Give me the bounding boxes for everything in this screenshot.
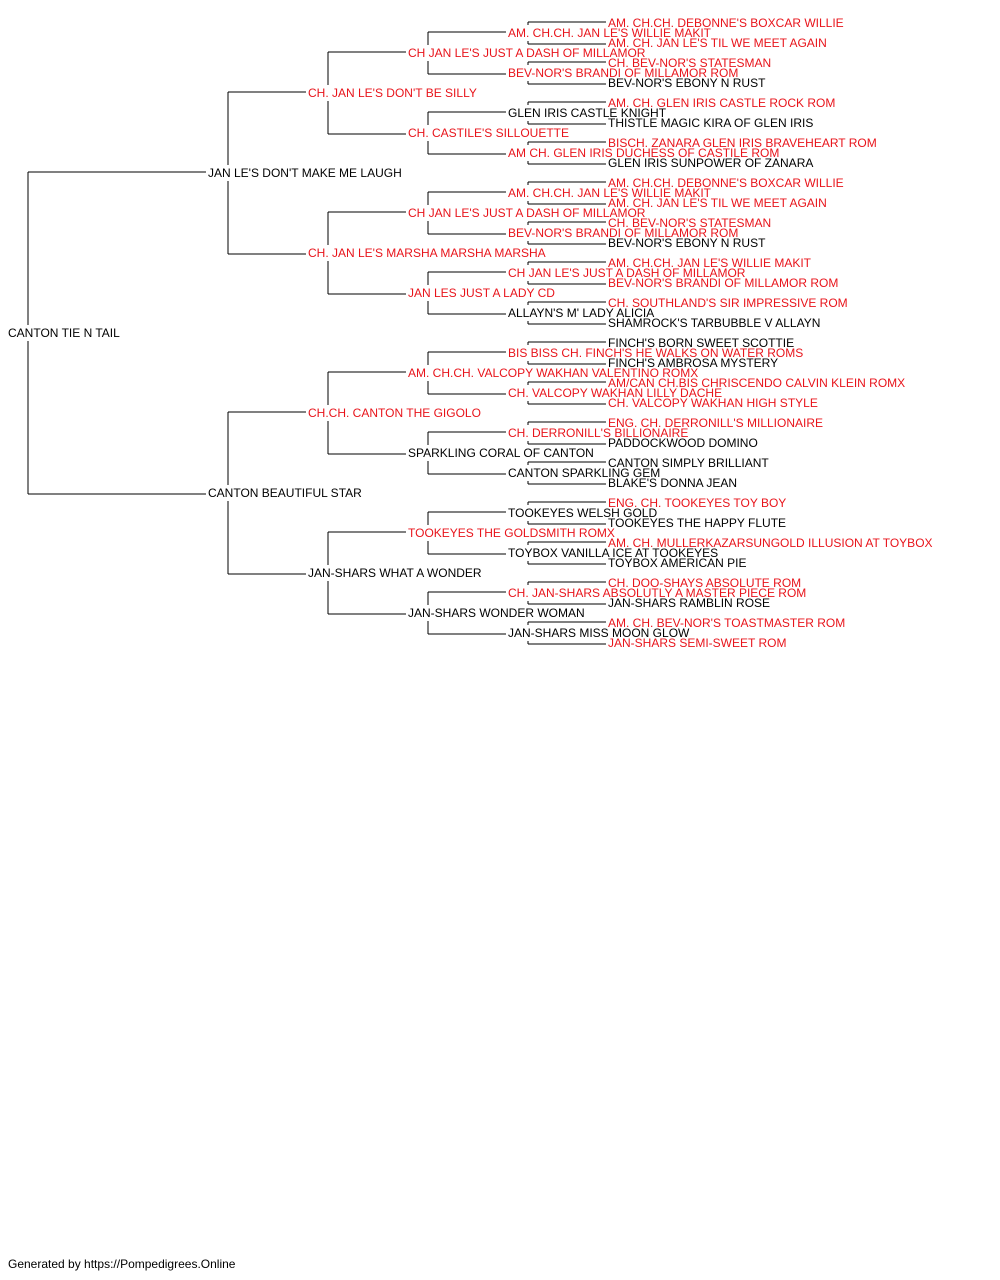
ancestor-name: JAN LES JUST A LADY CD xyxy=(408,286,555,300)
ancestor-name: CH. CASTILE'S SILLOUETTE xyxy=(408,126,569,140)
ancestor-name: JAN-SHARS WONDER WOMAN xyxy=(408,606,585,620)
subject-dog-name: CANTON TIE N TAIL xyxy=(8,326,120,340)
ancestor-name: AM. CH.CH. JAN LE'S WILLIE MAKIT xyxy=(508,26,711,40)
ancestor-name: THISTLE MAGIC KIRA OF GLEN IRIS xyxy=(608,116,814,130)
generated-by-footer: Generated by https://Pompedigrees.Online xyxy=(8,1257,236,1271)
ancestor-name: CH JAN LE'S JUST A DASH OF MILLAMOR xyxy=(408,206,646,220)
ancestor-name: BEV-NOR'S BRANDI OF MILLAMOR ROM xyxy=(508,66,739,80)
ancestor-name: CANTON BEAUTIFUL STAR xyxy=(208,486,362,500)
ancestor-name: AM. CH.CH. JAN LE'S WILLIE MAKIT xyxy=(608,256,811,270)
ancestor-name: SPARKLING CORAL OF CANTON xyxy=(408,446,594,460)
ancestor-name: CH. JAN LE'S DON'T BE SILLY xyxy=(308,86,477,100)
ancestor-name: FINCH'S AMBROSA MYSTERY xyxy=(608,356,779,370)
ancestor-name: AM. CH. GLEN IRIS CASTLE ROCK ROM xyxy=(608,96,836,110)
ancestor-name: AM. CH. JAN LE'S TIL WE MEET AGAIN xyxy=(608,36,827,50)
ancestor-name: BEV-NOR'S BRANDI OF MILLAMOR ROM xyxy=(508,226,739,240)
ancestor-name: CANTON SPARKLING GEM xyxy=(508,466,661,480)
ancestor-name: JAN-SHARS SEMI-SWEET ROM xyxy=(608,636,787,650)
ancestor-name: TOYBOX VANILLA ICE AT TOOKEYES xyxy=(508,546,719,560)
ancestor-name: ENG. CH. TOOKEYES TOY BOY xyxy=(608,496,787,510)
ancestor-name: AM. CH.CH. JAN LE'S WILLIE MAKIT xyxy=(508,186,711,200)
ancestor-name: AM. CH. JAN LE'S TIL WE MEET AGAIN xyxy=(608,196,827,210)
ancestor-name: AM. CH.CH. DEBONNE'S BOXCAR WILLIE xyxy=(608,176,844,190)
ancestor-name: BISCH. ZANARA GLEN IRIS BRAVEHEART ROM xyxy=(608,136,877,150)
ancestor-name: CH. BEV-NOR'S STATESMAN xyxy=(608,216,772,230)
ancestor-name: ALLAYN'S M' LADY ALICIA xyxy=(508,306,655,320)
ancestor-name: CH. VALCOPY WAKHAN LILLY DACHE xyxy=(508,386,723,400)
ancestor-name: CH.CH. CANTON THE GIGOLO xyxy=(308,406,481,420)
ancestor-name: JAN-SHARS WHAT A WONDER xyxy=(308,566,482,580)
ancestor-name: CANTON SIMPLY BRILLIANT xyxy=(608,456,769,470)
ancestor-name: CH. VALCOPY WAKHAN HIGH STYLE xyxy=(608,396,818,410)
ancestor-name: TOOKEYES WELSH GOLD xyxy=(508,506,658,520)
ancestor-name: AM/CAN CH.BIS CHRISCENDO CALVIN KLEIN RO… xyxy=(608,376,906,390)
ancestor-name: BLAKE'S DONNA JEAN xyxy=(608,476,737,490)
ancestor-name: TOOKEYES THE GOLDSMITH ROMX xyxy=(408,526,615,540)
ancestor-name: TOOKEYES THE HAPPY FLUTE xyxy=(608,516,787,530)
ancestor-name: FINCH'S BORN SWEET SCOTTIE xyxy=(608,336,795,350)
ancestor-name: JAN LE'S DON'T MAKE ME LAUGH xyxy=(208,166,402,180)
ancestor-name: BEV-NOR'S EBONY N RUST xyxy=(608,236,766,250)
ancestor-name: CH. JAN LE'S MARSHA MARSHA MARSHA xyxy=(308,246,546,260)
ancestor-name: AM CH. GLEN IRIS DUCHESS OF CASTILE ROM xyxy=(508,146,780,160)
ancestor-name: CH. BEV-NOR'S STATESMAN xyxy=(608,56,772,70)
ancestor-name: CH. DERRONILL'S BILLIONAIRE xyxy=(508,426,689,440)
ancestor-name: TOYBOX AMERICAN PIE xyxy=(608,556,747,570)
ancestor-name: PADDOCKWOOD DOMINO xyxy=(608,436,758,450)
ancestor-name: SHAMROCK'S TARBUBBLE V ALLAYN xyxy=(608,316,821,330)
ancestor-name: AM. CH.CH. DEBONNE'S BOXCAR WILLIE xyxy=(608,16,844,30)
ancestor-name: JAN-SHARS MISS MOON GLOW xyxy=(508,626,690,640)
ancestor-name: AM. CH. MULLERKAZARSUNGOLD ILLUSION AT T… xyxy=(608,536,933,550)
ancestor-name: GLEN IRIS CASTLE KNIGHT xyxy=(508,106,667,120)
ancestor-name: BIS BISS CH. FINCH'S HE WALKS ON WATER R… xyxy=(508,346,804,360)
ancestor-name: CH. JAN-SHARS ABSOLUTLY A MASTER PIECE R… xyxy=(508,586,807,600)
ancestor-name: AM. CH. BEV-NOR'S TOASTMASTER ROM xyxy=(608,616,846,630)
ancestor-name: CH JAN LE'S JUST A DASH OF MILLAMOR xyxy=(408,46,646,60)
ancestor-name: JAN-SHARS RAMBLIN ROSE xyxy=(608,596,771,610)
ancestor-name: CH JAN LE'S JUST A DASH OF MILLAMOR xyxy=(508,266,746,280)
ancestor-name: AM. CH.CH. VALCOPY WAKHAN VALENTINO ROMX xyxy=(408,366,699,380)
ancestor-name: BEV-NOR'S EBONY N RUST xyxy=(608,76,766,90)
ancestor-name: ENG. CH. DERRONILL'S MILLIONAIRE xyxy=(608,416,824,430)
ancestor-name: CH. DOO-SHAYS ABSOLUTE ROM xyxy=(608,576,802,590)
ancestor-name: BEV-NOR'S BRANDI OF MILLAMOR ROM xyxy=(608,276,839,290)
ancestor-name: GLEN IRIS SUNPOWER OF ZANARA xyxy=(608,156,814,170)
ancestor-name: CH. SOUTHLAND'S SIR IMPRESSIVE ROM xyxy=(608,296,848,310)
